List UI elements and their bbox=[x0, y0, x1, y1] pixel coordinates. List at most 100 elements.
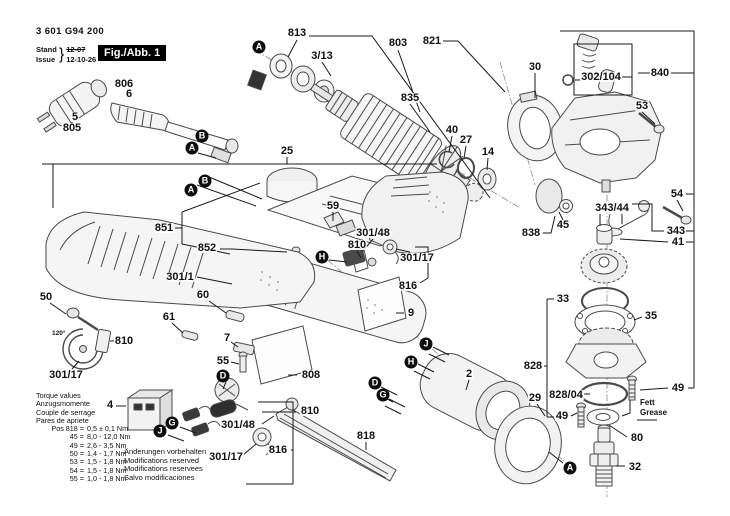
part-label: 61 bbox=[161, 311, 177, 323]
part-label: 7 bbox=[222, 332, 232, 344]
torque-row: 49 =2,6 - 3,5 Nm bbox=[36, 440, 131, 450]
part-label: 9 bbox=[406, 307, 416, 319]
revision-brace: } bbox=[58, 45, 65, 63]
part-label: 60 bbox=[195, 289, 211, 301]
part-label: 301/17 bbox=[399, 252, 435, 264]
part-label: 810 bbox=[299, 405, 321, 417]
part-label: 32 bbox=[627, 461, 643, 473]
part-label: 30 bbox=[527, 61, 543, 73]
notice-line: Modifications reservees bbox=[124, 464, 203, 473]
callout-letter: D bbox=[216, 369, 230, 383]
notice-line: Änderungen vorbehalten bbox=[124, 447, 207, 456]
torque-row: 55 =1,0 - 1,8 Nm bbox=[36, 473, 131, 483]
part-label: 49 bbox=[670, 382, 686, 394]
part-label: 41 bbox=[670, 236, 686, 248]
callout-letter: H bbox=[315, 250, 329, 264]
part-label: 810 bbox=[346, 239, 368, 251]
part-label: 53 bbox=[634, 100, 650, 112]
torque-row-position: 49 = bbox=[69, 440, 84, 450]
torque-row-value: 8,0 - 12,0 Nm bbox=[87, 432, 131, 442]
torque-row-value: 2,6 - 3,5 Nm bbox=[87, 440, 127, 450]
part-label: 818 bbox=[355, 430, 377, 442]
part-label: 35 bbox=[643, 310, 659, 322]
part-label: 55 bbox=[215, 355, 231, 367]
part-label: 25 bbox=[279, 145, 295, 157]
part-label: 3/13 bbox=[310, 50, 334, 62]
part-label: 301/17 bbox=[48, 369, 84, 381]
part-label: 301/17 bbox=[208, 451, 244, 463]
callout-letter: B bbox=[198, 174, 212, 188]
torque-title-line: Anzugsmomente bbox=[36, 399, 90, 409]
part-label: 50 bbox=[38, 291, 54, 303]
part-label: 6 bbox=[124, 88, 134, 100]
leader-lines bbox=[42, 30, 695, 485]
part-label: 805 bbox=[61, 122, 83, 134]
part-label: 816 bbox=[397, 280, 419, 292]
torque-row: 53 =1,5 - 1,8 Nm bbox=[36, 457, 131, 467]
part-label: 301/48 bbox=[355, 227, 391, 239]
torque-title-line: Pares de apriete bbox=[36, 415, 89, 425]
part-label: 821 bbox=[421, 35, 443, 47]
torque-title-line: Torque values bbox=[36, 391, 81, 400]
issue-date: 12-10-26 bbox=[66, 54, 97, 64]
torque-title-line: Couple de serrage bbox=[36, 407, 96, 417]
torque-row-position: 54 = bbox=[69, 465, 84, 475]
part-label: 803 bbox=[387, 37, 409, 49]
part-label: 45 bbox=[555, 219, 571, 231]
torque-row: Pos 818 =0,5 ± 0,1 Nm bbox=[36, 424, 131, 434]
torque-row-value: 0,5 ± 0,1 Nm bbox=[87, 424, 129, 434]
notice-line: Salvo modificaciones bbox=[124, 472, 195, 482]
callout-letter: J bbox=[153, 424, 167, 438]
part-label: 828/04 bbox=[548, 389, 584, 401]
torque-row-position: 45 = bbox=[69, 432, 84, 442]
revision-block: Stand Issue } 12-07 12-10-26 bbox=[36, 45, 96, 64]
callout-letter: G bbox=[165, 416, 179, 430]
torque-row-position: 50 = bbox=[69, 449, 84, 459]
part-label: 813 bbox=[286, 27, 308, 39]
torque-row-position: 53 = bbox=[69, 457, 84, 467]
figure-label: Fig./Abb. 1 bbox=[98, 45, 167, 61]
part-label: 54 bbox=[669, 188, 685, 200]
notice-line: Modifications reserved bbox=[124, 455, 200, 465]
grease-note: Fett Grease bbox=[640, 398, 667, 417]
torque-row-position: 55 = bbox=[69, 473, 84, 483]
texture-dots bbox=[260, 191, 445, 314]
part-label: 29 bbox=[527, 392, 543, 404]
torque-row-position: Pos 818 = bbox=[51, 424, 84, 434]
part-label: 302/104 bbox=[580, 71, 622, 83]
part-label: 828 bbox=[522, 360, 544, 372]
part-label: 301/48 bbox=[220, 419, 256, 431]
part-label: 301/1 bbox=[165, 271, 195, 283]
callout-letter: A bbox=[184, 183, 198, 197]
part-label: 851 bbox=[153, 222, 175, 234]
torque-row: 45 =8,0 - 12,0 Nm bbox=[36, 432, 131, 442]
callout-letter: H bbox=[404, 355, 418, 369]
callout-letter: B bbox=[195, 129, 209, 143]
parts-artwork bbox=[36, 33, 692, 487]
grease-note-de: Fett bbox=[640, 398, 655, 407]
torque-row-value: 1,5 - 1,8 Nm bbox=[87, 457, 127, 467]
part-label: 4 bbox=[105, 399, 115, 411]
torque-row: 50 =1,4 - 1,7 Nm bbox=[36, 449, 131, 459]
part-label: 49 bbox=[554, 410, 570, 422]
part-label: 840 bbox=[649, 67, 671, 79]
part-label: 14 bbox=[480, 146, 496, 158]
callout-letter: A bbox=[185, 141, 199, 155]
part-label: 835 bbox=[399, 92, 421, 104]
part-label: 816 bbox=[267, 444, 289, 456]
part-label: 343 bbox=[665, 225, 687, 237]
part-label: 33 bbox=[555, 293, 571, 305]
part-label: 2 bbox=[464, 368, 474, 380]
torque-row-value: 1,0 - 1,8 Nm bbox=[87, 473, 127, 483]
callout-letter: J bbox=[419, 337, 433, 351]
callout-letter: G bbox=[376, 388, 390, 402]
part-label: 80 bbox=[629, 432, 645, 444]
torque-row: 54 =1,5 - 1,8 Nm bbox=[36, 465, 131, 475]
angle-note: 120° bbox=[52, 330, 66, 337]
document-number: 3 601 G94 200 bbox=[36, 26, 105, 37]
callout-letter: A bbox=[252, 40, 266, 54]
